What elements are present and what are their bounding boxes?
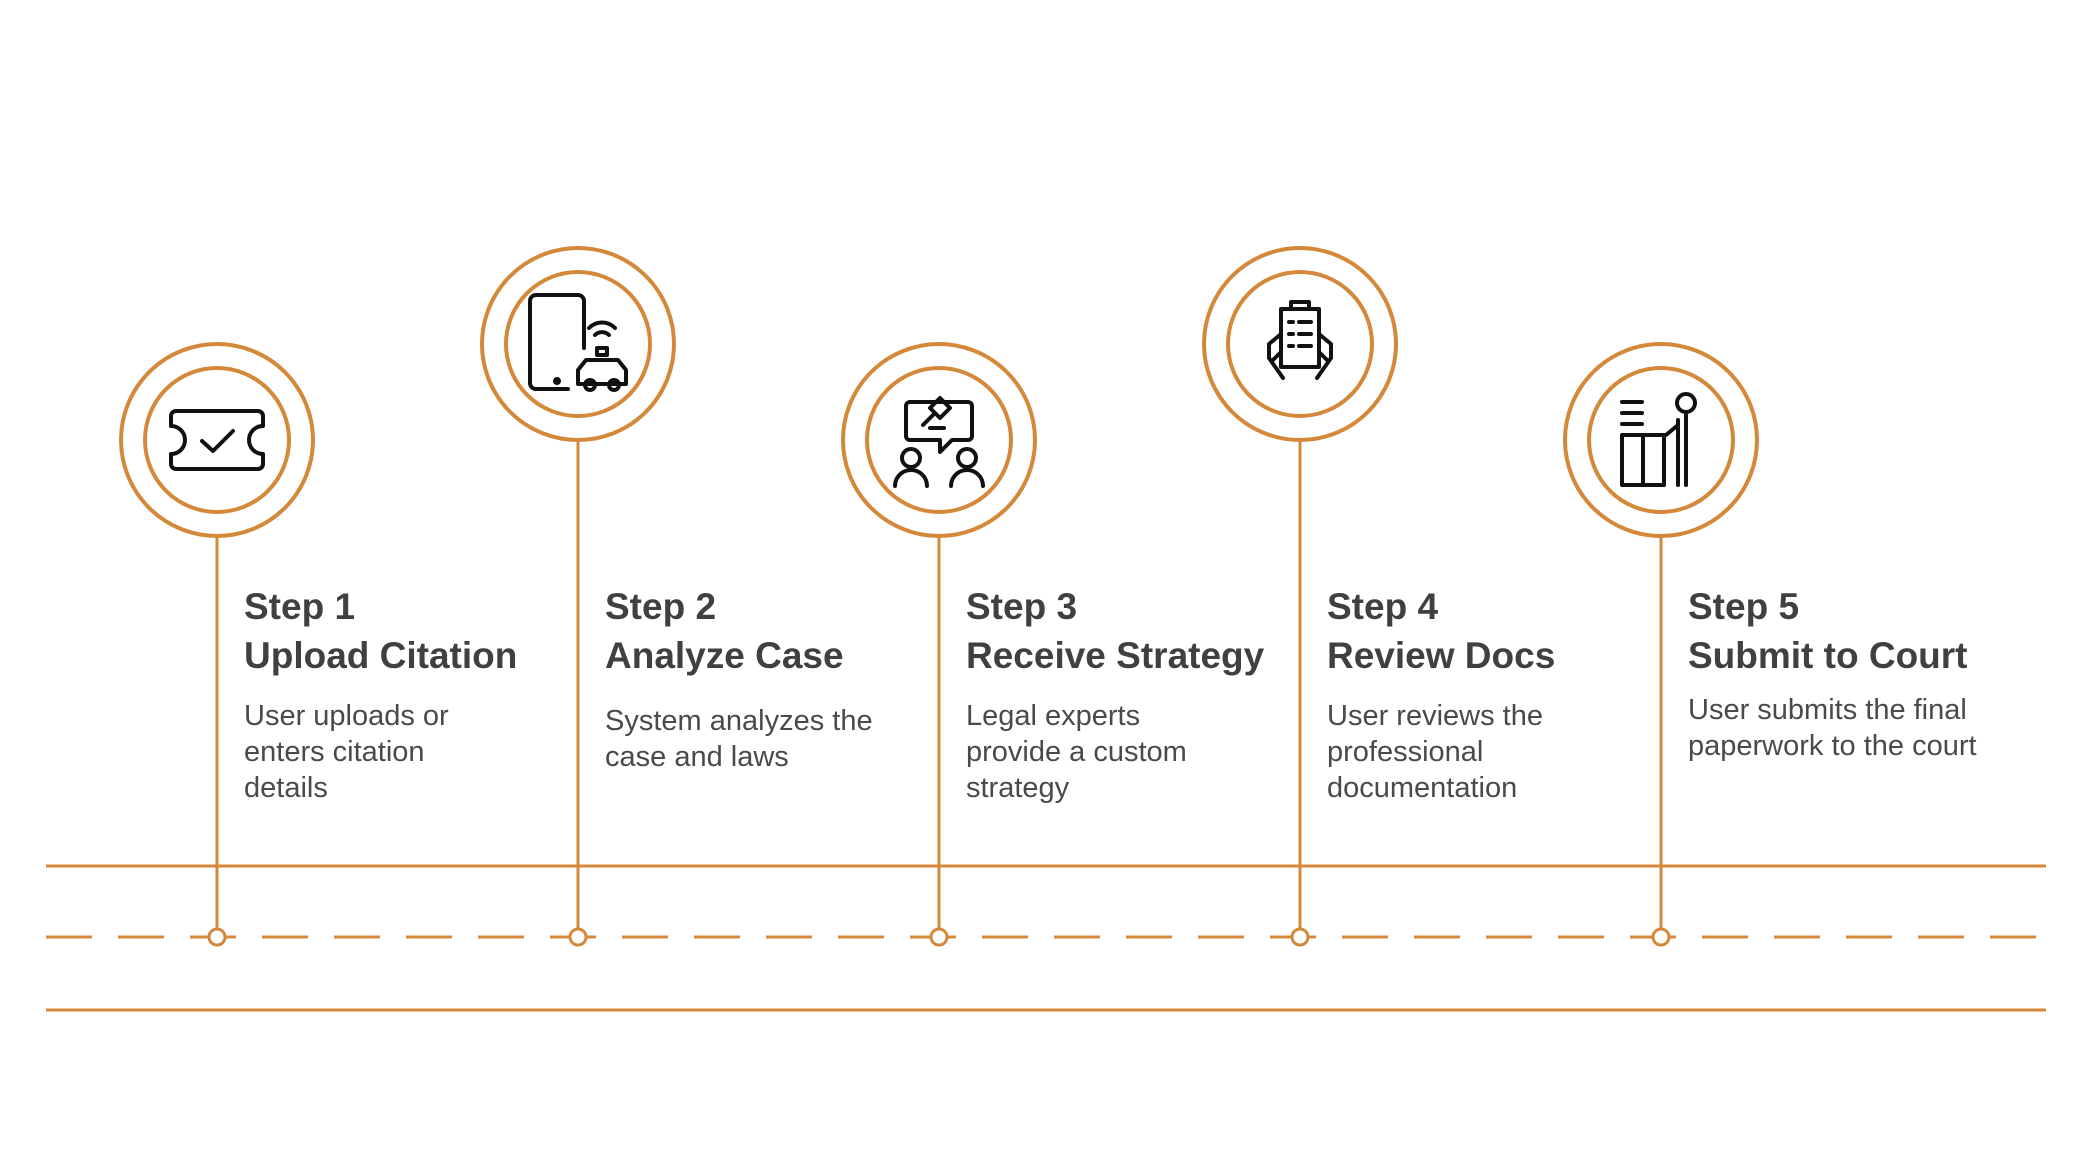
ticket-check-icon <box>169 409 265 471</box>
phone-car-icon <box>528 293 628 392</box>
step2-text: Step 2 Analyze Case System analyzes the … <box>605 582 935 775</box>
step4-text: Step 4 Review Docs User reviews the prof… <box>1327 582 1657 806</box>
step2-description: System analyzes the case and laws <box>605 705 873 773</box>
step5-marker <box>1563 342 1759 947</box>
step1-description: User uploads or enters citation details <box>244 700 449 804</box>
gavel-discussion-icon <box>893 396 985 488</box>
step1-title: Upload Citation <box>244 635 518 676</box>
step3-text: Step 3 Receive Strategy Legal experts pr… <box>966 582 1296 806</box>
step4-description: User reviews the professional documentat… <box>1327 700 1543 804</box>
step4-title: Review Docs <box>1327 635 1556 676</box>
step2-marker <box>480 246 676 947</box>
hands-document-icon <box>1267 300 1333 380</box>
step4-marker <box>1202 246 1398 947</box>
step4-number: Step 4 <box>1327 586 1439 627</box>
step5-text: Step 5 Submit to Court User submits the … <box>1688 582 2018 764</box>
step3-number: Step 3 <box>966 586 1078 627</box>
step5-description: User submits the final paperwork to the … <box>1688 694 1977 762</box>
step5-number: Step 5 <box>1688 586 1800 627</box>
step3-description: Legal experts provide a custom strategy <box>966 700 1187 804</box>
step1-text: Step 1 Upload Citation User uploads or e… <box>244 582 574 806</box>
step1-number: Step 1 <box>244 586 356 627</box>
step3-marker <box>841 342 1037 947</box>
step3-title: Receive Strategy <box>966 635 1265 676</box>
step5-title: Submit to Court <box>1688 635 1968 676</box>
person-desk-icon <box>1620 392 1697 487</box>
step2-number: Step 2 <box>605 586 717 627</box>
step2-title: Analyze Case <box>605 635 844 676</box>
step1-marker <box>119 342 315 947</box>
